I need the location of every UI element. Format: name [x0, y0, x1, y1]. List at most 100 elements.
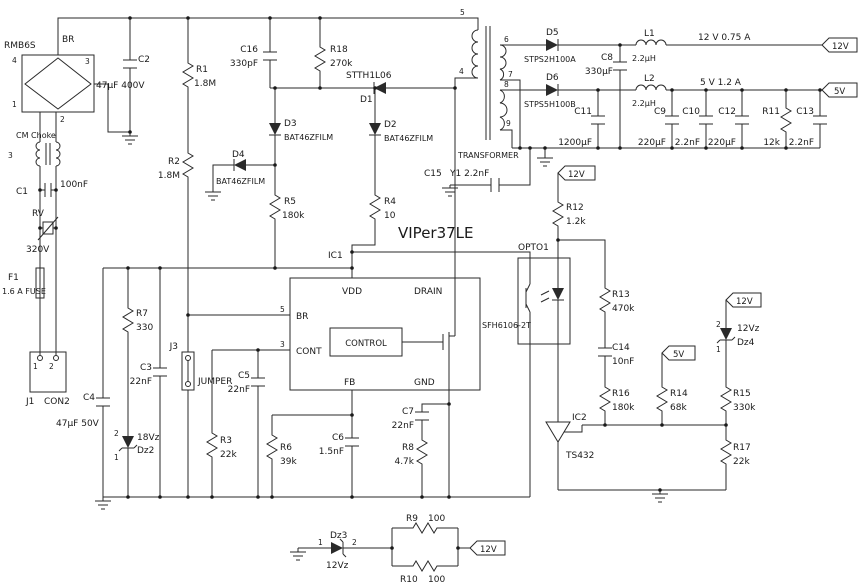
flag-12v-sense-label: 12V [736, 297, 753, 307]
inductor-L2: L2 2.2µH [632, 74, 667, 108]
r2-ref: R2 [168, 157, 180, 167]
c15-symbol [484, 177, 506, 193]
resistor-R2: R2 1.8M [158, 148, 194, 182]
r8-value: 4.7k [394, 457, 414, 467]
r14-ref: R14 [670, 389, 688, 399]
r16-value: 180k [612, 403, 635, 413]
c12-ref: C12 [718, 107, 736, 117]
dz3-symbol [326, 538, 348, 558]
r15-value: 330k [733, 403, 756, 413]
c10-value: 2.2nF [675, 138, 700, 148]
d2-symbol [368, 118, 382, 140]
ic1-pin-number-5: 5 [280, 305, 285, 314]
diode-D6: D6 STPS5H100B [524, 73, 576, 109]
c3-ref: C3 [140, 363, 152, 373]
c1-value: 100nF [60, 180, 88, 190]
resistor-R8: R8 4.7k [394, 435, 428, 469]
c9-ref: C9 [654, 107, 666, 117]
l1-symbol [635, 39, 667, 46]
flag-12v-output-label: 12V [832, 42, 849, 52]
choke-winding-b [55, 141, 61, 167]
ic1-pin-cont: CONT [296, 347, 322, 357]
c15-value: Y1 2.2nF [449, 169, 489, 179]
bridge-ref-label: BR [62, 35, 74, 45]
c1-plates [44, 183, 52, 197]
c6-ref: C6 [332, 433, 344, 443]
capacitor-C3: C3 22nF [130, 361, 168, 387]
c8-value: 330µF [585, 67, 613, 77]
r13-ref: R13 [612, 290, 630, 300]
dz2-pin-2: 2 [114, 429, 119, 438]
r17-value: 22k [733, 457, 750, 467]
capacitor-C5: C5 22nF [228, 371, 266, 395]
rv-value: 320V [26, 245, 50, 255]
ic1-pin-drain: DRAIN [414, 287, 442, 297]
rv-slash [37, 216, 59, 241]
c12-value: 220µF [708, 138, 736, 148]
transformer: TRANSFORMER 5 4 6 7 8 9 [457, 8, 519, 160]
r6-symbol [266, 430, 278, 464]
j1-pin-2: 2 [49, 362, 54, 371]
r5-ref: R5 [284, 197, 296, 207]
j3-value: JUMPER [197, 377, 232, 387]
diode-D2: D2 BAT46ZFILM [368, 118, 433, 143]
r9-value: 100 [428, 514, 445, 524]
r13-symbol [599, 283, 611, 317]
r10-symbol [408, 560, 442, 572]
c16-symbol [262, 45, 278, 67]
ground-icon [94, 498, 112, 510]
c16-value: 330pF [230, 59, 258, 69]
varistor-RV: RV 320V [26, 209, 59, 255]
zener-Dz4: 12Vz Dz4 2 1 [716, 320, 760, 354]
net-flag-icon [469, 540, 506, 556]
r9-ref: R9 [406, 514, 418, 524]
c11-value: 1200µF [558, 138, 592, 148]
choke-winding-a [35, 141, 41, 167]
ic1-body [289, 277, 481, 391]
capacitor-C11: C11 1200µF [558, 107, 606, 148]
transformer-pin-9: 9 [506, 119, 511, 128]
flag-12v-sense: 12V [725, 292, 762, 308]
net-flag-icon [821, 37, 858, 53]
r5-value: 180k [282, 211, 305, 221]
choke-pin-3: 3 [8, 151, 13, 160]
opto-body [517, 257, 571, 345]
d2-ref: D2 [384, 120, 397, 130]
c7-value: 22nF [392, 421, 414, 431]
bridge-pin-3: 3 [85, 57, 90, 66]
r3-symbol [206, 428, 218, 462]
r16-ref: R16 [612, 389, 630, 399]
c7-ref: C7 [402, 407, 414, 417]
c10-ref: C10 [682, 107, 700, 117]
dz2-pin-1: 1 [114, 453, 119, 462]
bridge-pin-2: 2 [60, 115, 65, 124]
c13-symbol [812, 109, 828, 131]
transformer-pin-6: 6 [504, 35, 509, 44]
j3-body [181, 351, 195, 391]
opto-led [552, 288, 564, 300]
flag-12v-opto-label: 12V [568, 170, 585, 180]
c14-ref: C14 [612, 343, 630, 353]
d4-part: BAT46ZFILM [216, 177, 265, 186]
dz4-pin-1: 1 [716, 345, 721, 354]
r17-symbol [720, 435, 732, 469]
c3-symbol [152, 361, 168, 383]
bridge-pin-1: 1 [12, 100, 17, 109]
zener-Dz2: 18Vz Dz2 2 1 [114, 429, 160, 462]
ground-icon [204, 189, 222, 201]
diode-D5: D5 STPS2H100A [524, 28, 576, 64]
ic2-part: TS432 [565, 451, 594, 461]
flag-5v-output-label: 5V [834, 87, 845, 97]
resistor-R12: R12 1.2k [552, 197, 586, 231]
f1-ref: F1 [8, 273, 19, 283]
c5-symbol [250, 371, 266, 393]
bridge-body [21, 54, 95, 113]
r1-value: 1.8M [194, 79, 216, 89]
r13-value: 470k [612, 304, 635, 314]
opto-internals [525, 258, 564, 344]
capacitor-C9: C9 220µF [638, 107, 680, 148]
flag-12v-opto: 12V [557, 165, 596, 181]
j1-ref: J1 [25, 397, 34, 407]
j1-pin2-circle [53, 355, 59, 361]
capacitor-C13: C13 2.2nF [789, 107, 828, 148]
